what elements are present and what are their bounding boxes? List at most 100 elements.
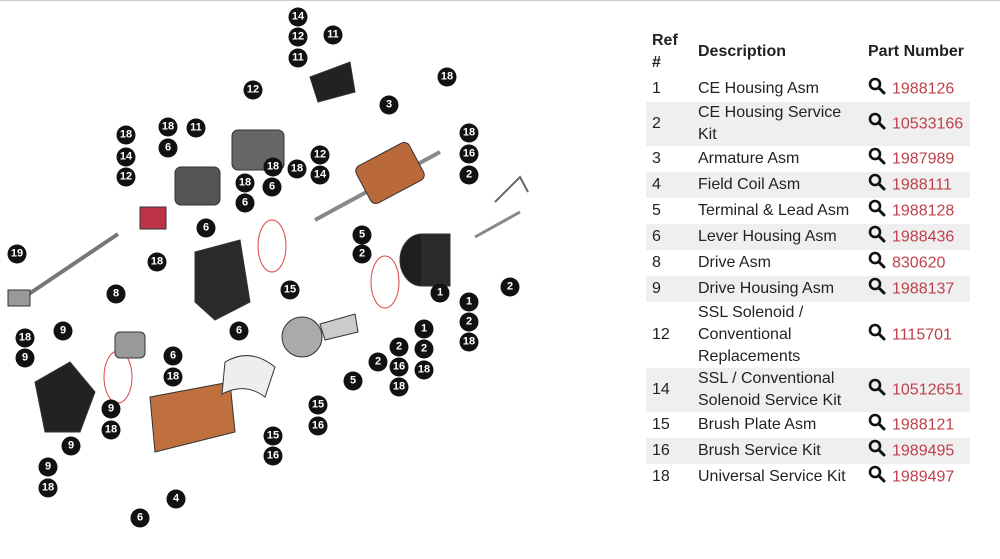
search-icon[interactable] xyxy=(868,378,886,403)
part-number-link[interactable]: 1989497 xyxy=(892,468,955,486)
callout-19[interactable]: 19 xyxy=(7,244,27,264)
callout-5[interactable]: 5 xyxy=(352,225,372,245)
callout-16[interactable]: 16 xyxy=(308,416,328,436)
callout-6[interactable]: 6 xyxy=(130,508,150,528)
callout-3[interactable]: 3 xyxy=(379,95,399,115)
callout-16[interactable]: 16 xyxy=(459,144,479,164)
callout-1[interactable]: 1 xyxy=(459,292,479,312)
callout-18[interactable]: 18 xyxy=(101,420,121,440)
callout-2[interactable]: 2 xyxy=(459,165,479,185)
part-description: SSL / Conventional Solenoid Service Kit xyxy=(692,368,862,412)
callout-11[interactable]: 11 xyxy=(323,25,343,45)
part-number-link[interactable]: 10533166 xyxy=(892,115,964,133)
terminal-lead-part xyxy=(319,313,359,341)
callout-18[interactable]: 18 xyxy=(116,125,136,145)
callout-12[interactable]: 12 xyxy=(310,145,330,165)
part-number-link[interactable]: 1988128 xyxy=(892,202,955,220)
callout-18[interactable]: 18 xyxy=(459,123,479,143)
callout-15[interactable]: 15 xyxy=(280,280,300,300)
search-icon[interactable] xyxy=(868,77,886,102)
callout-18[interactable]: 18 xyxy=(459,332,479,352)
callout-14[interactable]: 14 xyxy=(288,7,308,27)
callout-18[interactable]: 18 xyxy=(287,159,307,179)
callout-18[interactable]: 18 xyxy=(414,360,434,380)
search-icon[interactable] xyxy=(868,413,886,438)
callout-15[interactable]: 15 xyxy=(263,426,283,446)
search-icon[interactable] xyxy=(868,251,886,276)
callout-18[interactable]: 18 xyxy=(38,478,58,498)
callout-18[interactable]: 18 xyxy=(158,117,178,137)
callout-4[interactable]: 4 xyxy=(166,489,186,509)
search-icon[interactable] xyxy=(868,439,886,464)
search-icon[interactable] xyxy=(868,173,886,198)
part-number-link[interactable]: 1988137 xyxy=(892,280,955,298)
search-icon[interactable] xyxy=(868,147,886,172)
table-row: 15 Brush Plate Asm 1988121 xyxy=(646,412,970,438)
callout-18[interactable]: 18 xyxy=(235,173,255,193)
callout-12[interactable]: 12 xyxy=(116,167,136,187)
callout-12[interactable]: 12 xyxy=(243,80,263,100)
callout-2[interactable]: 2 xyxy=(389,337,409,357)
search-icon[interactable] xyxy=(868,277,886,302)
callout-2[interactable]: 2 xyxy=(459,312,479,332)
o-ring-part xyxy=(257,219,287,273)
callout-6[interactable]: 6 xyxy=(196,218,216,238)
part-number-link[interactable]: 1988126 xyxy=(892,80,955,98)
callout-11[interactable]: 11 xyxy=(288,48,308,68)
callout-9[interactable]: 9 xyxy=(101,399,121,419)
callout-14[interactable]: 14 xyxy=(310,165,330,185)
search-icon[interactable] xyxy=(868,225,886,250)
part-number-link[interactable]: 1987989 xyxy=(892,150,955,168)
col-header-description: Description xyxy=(698,43,787,60)
callout-9[interactable]: 9 xyxy=(15,348,35,368)
search-icon[interactable] xyxy=(868,112,886,137)
lever-housing-part xyxy=(194,239,251,321)
part-number-link[interactable]: 1989495 xyxy=(892,442,955,460)
table-row: 4 Field Coil Asm 1988111 xyxy=(646,172,971,198)
ref-number: 9 xyxy=(646,276,692,302)
part-description: Lever Housing Asm xyxy=(692,224,862,250)
callout-6[interactable]: 6 xyxy=(158,138,178,158)
callout-16[interactable]: 16 xyxy=(263,446,283,466)
search-icon[interactable] xyxy=(868,199,886,224)
callout-6[interactable]: 6 xyxy=(235,193,255,213)
callout-6[interactable]: 6 xyxy=(262,177,282,197)
part-description: Armature Asm xyxy=(698,150,800,167)
callout-16[interactable]: 16 xyxy=(389,357,409,377)
callout-18[interactable]: 18 xyxy=(147,252,167,272)
search-icon[interactable] xyxy=(868,465,886,490)
part-number-link[interactable]: 1115701 xyxy=(892,326,952,344)
callout-2[interactable]: 2 xyxy=(500,277,520,297)
callout-18[interactable]: 18 xyxy=(389,377,409,397)
callout-2[interactable]: 2 xyxy=(414,339,434,359)
table-row: 18 Universal Service Kit 1989497 xyxy=(646,464,970,490)
callout-5[interactable]: 5 xyxy=(343,371,363,391)
callout-1[interactable]: 1 xyxy=(430,283,450,303)
callout-15[interactable]: 15 xyxy=(308,395,328,415)
callout-2[interactable]: 2 xyxy=(368,352,388,372)
part-number-link[interactable]: 1988121 xyxy=(892,416,955,434)
table-row: 2 CE Housing Service Kit 10533166 xyxy=(646,102,971,146)
callout-8[interactable]: 8 xyxy=(106,284,126,304)
part-description: SSL Solenoid / Conventional Replacements xyxy=(698,304,804,365)
callout-6[interactable]: 6 xyxy=(229,321,249,341)
part-number-link[interactable]: 10512651 xyxy=(892,381,964,399)
callout-18[interactable]: 18 xyxy=(263,157,283,177)
callout-2[interactable]: 2 xyxy=(352,244,372,264)
callout-18[interactable]: 18 xyxy=(437,67,457,87)
callout-18[interactable]: 18 xyxy=(163,367,183,387)
callout-11[interactable]: 11 xyxy=(186,118,206,138)
callout-18[interactable]: 18 xyxy=(15,328,35,348)
part-number-link[interactable]: 1988111 xyxy=(892,176,952,194)
callout-12[interactable]: 12 xyxy=(288,27,308,47)
search-icon[interactable] xyxy=(868,323,886,348)
callout-6[interactable]: 6 xyxy=(163,346,183,366)
part-number-link[interactable]: 830620 xyxy=(892,254,946,272)
callout-14[interactable]: 14 xyxy=(116,147,136,167)
ref-number: 12 xyxy=(652,326,670,343)
part-number-link[interactable]: 1988436 xyxy=(892,228,955,246)
callout-1[interactable]: 1 xyxy=(414,319,434,339)
callout-9[interactable]: 9 xyxy=(53,321,73,341)
callout-9[interactable]: 9 xyxy=(61,436,81,456)
callout-9[interactable]: 9 xyxy=(38,457,58,477)
